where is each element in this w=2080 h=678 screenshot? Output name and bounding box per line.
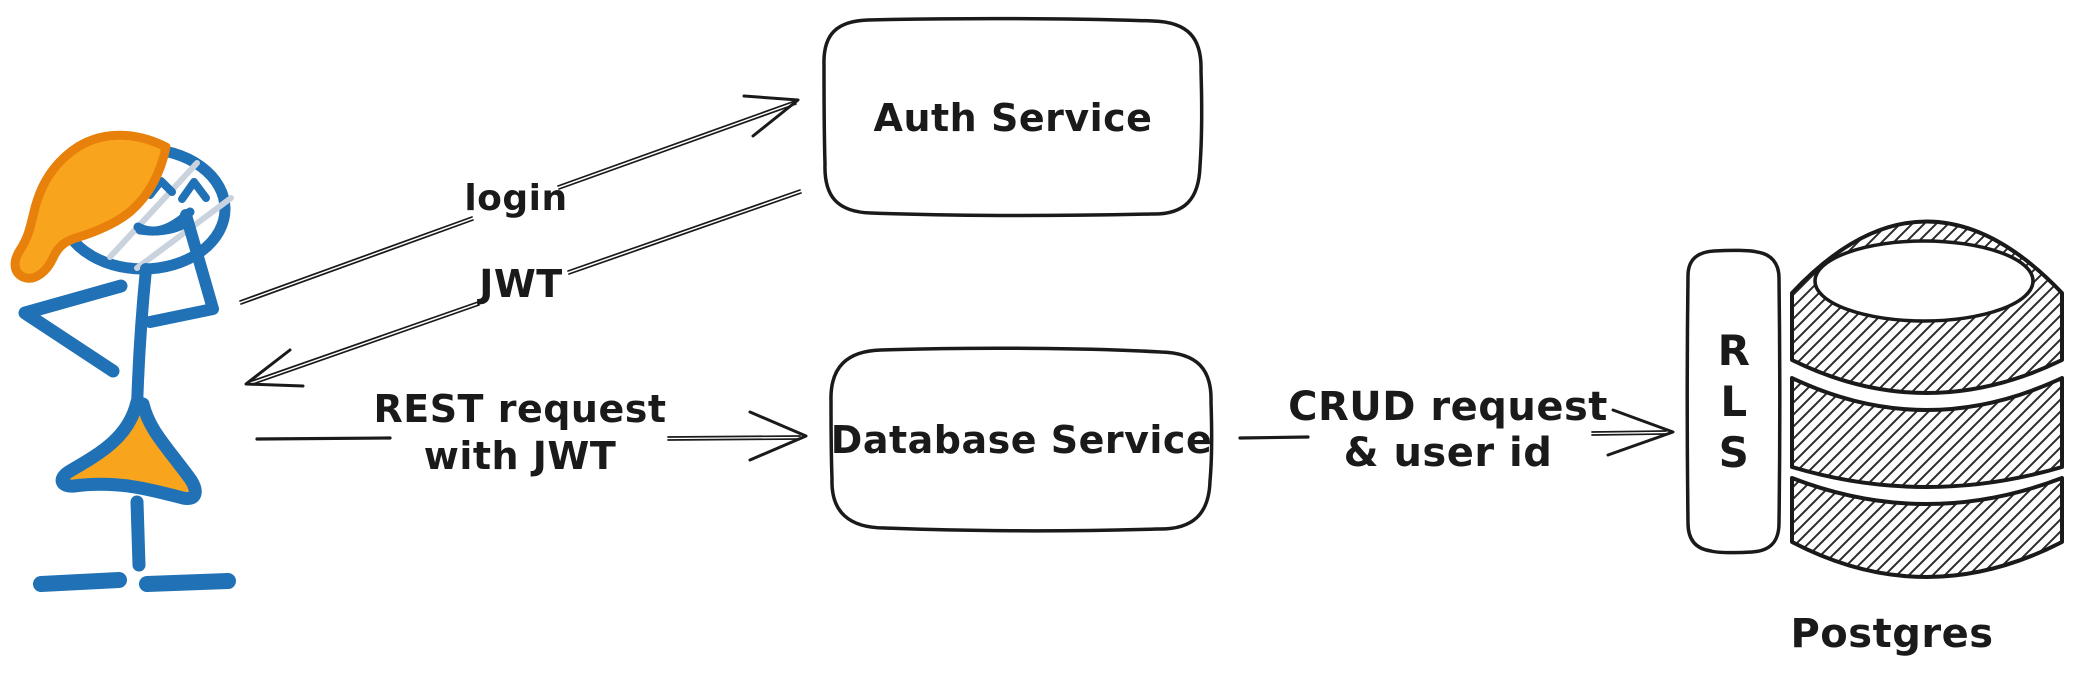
crud-request-line2: & user id bbox=[1343, 430, 1553, 476]
crud-arrowhead bbox=[1606, 408, 1675, 457]
login-arrow bbox=[239, 94, 800, 305]
user-face-shine-lines bbox=[107, 160, 234, 271]
user-feet bbox=[33, 572, 236, 592]
user-figure bbox=[10, 130, 236, 592]
rest-arrow bbox=[255, 410, 808, 462]
rest-request-line1: REST request bbox=[373, 387, 667, 431]
user-leg bbox=[130, 495, 146, 572]
rls-letter-l: L bbox=[1720, 377, 1748, 426]
rls-box bbox=[1685, 248, 1782, 555]
login-arrow-shaft bbox=[239, 100, 797, 305]
login-edge-label: login bbox=[464, 177, 568, 219]
jwt-edge-label: JWT bbox=[479, 262, 563, 306]
cylinder-bottom-band bbox=[1790, 476, 2064, 579]
user-hair bbox=[10, 130, 171, 283]
auth-service-box bbox=[822, 16, 1204, 218]
rest-request-edge-label: REST request with JWT bbox=[360, 386, 680, 480]
jwt-arrowhead bbox=[244, 348, 305, 388]
user-arm-left bbox=[18, 279, 128, 378]
crud-arrow bbox=[1238, 408, 1675, 457]
postgres-label: Postgres bbox=[1790, 611, 1994, 657]
jwt-arrow bbox=[244, 189, 802, 388]
rls-label: R L S bbox=[1688, 250, 1780, 553]
jwt-arrow-shaft bbox=[251, 189, 802, 385]
rest-request-line2: with JWT bbox=[423, 434, 617, 478]
user-body bbox=[131, 263, 152, 415]
crud-arrow-shaft-right bbox=[1591, 430, 1667, 436]
crud-arrow-shaft-left bbox=[1238, 435, 1310, 440]
rest-arrow-shaft-right bbox=[667, 435, 801, 441]
login-arrowhead bbox=[742, 94, 800, 138]
crud-request-edge-label: CRUD request & user id bbox=[1288, 384, 1608, 476]
auth-service-label: Auth Service bbox=[873, 95, 1153, 140]
postgres-cylinder-icon bbox=[1790, 219, 2064, 579]
user-arm-right bbox=[144, 209, 219, 328]
database-service-box bbox=[829, 346, 1214, 533]
database-service-label: Database Service bbox=[830, 418, 1213, 462]
user-hand bbox=[135, 217, 193, 236]
rest-arrowhead bbox=[748, 410, 808, 462]
crud-request-line1: CRUD request bbox=[1288, 384, 1608, 430]
cylinder-top-opening bbox=[1813, 239, 2035, 323]
rest-arrow-shaft-left bbox=[255, 436, 392, 441]
rls-letter-r: R bbox=[1717, 326, 1751, 375]
user-dress bbox=[55, 395, 202, 505]
rls-letter-s: S bbox=[1718, 428, 1750, 477]
cylinder-middle-band bbox=[1790, 376, 2064, 489]
